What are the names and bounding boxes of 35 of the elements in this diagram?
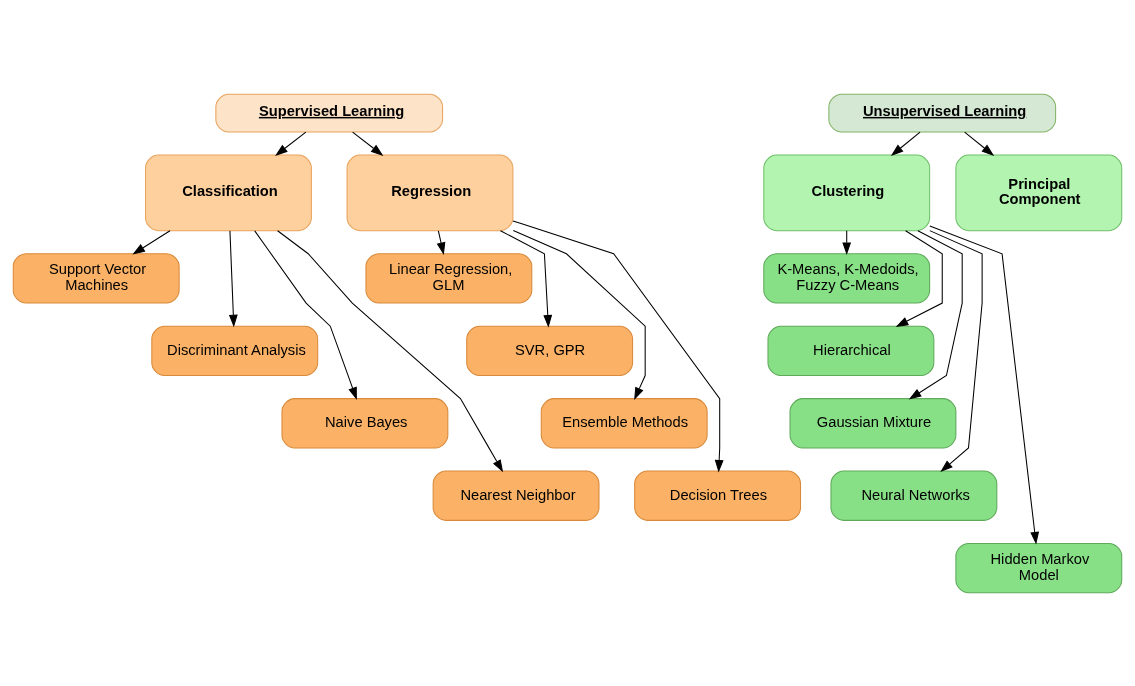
arrow	[895, 229, 943, 327]
node-box: Gaussian Mixture	[789, 397, 957, 448]
arrow	[254, 229, 357, 400]
node-box: Decision Trees	[634, 470, 802, 521]
arrow	[275, 131, 307, 156]
arrow	[890, 131, 921, 156]
node-box: Nearest Neighbor	[432, 470, 600, 521]
arrow	[499, 229, 553, 328]
node-box: Classification	[145, 154, 312, 231]
arrow	[352, 131, 384, 156]
node-box: Naive Bayes	[281, 397, 449, 448]
arrow	[908, 229, 963, 399]
node-box: K-Means, K-Medoids, Fuzzy C-Means	[763, 252, 931, 304]
node-box: Regression	[346, 154, 514, 231]
arrow	[132, 229, 171, 254]
node-box: Clustering	[763, 154, 931, 231]
arrow	[964, 131, 995, 156]
arrow	[436, 229, 446, 255]
node-box: Ensemble Methods	[540, 397, 708, 448]
node-box: Support Vector Machines	[12, 252, 180, 304]
node-box: Discriminant Analysis	[151, 325, 319, 376]
arrow	[929, 229, 983, 472]
node-box: Unsupervised Learning	[828, 93, 1057, 132]
node-box: Supervised Learning	[215, 93, 444, 132]
arrow	[228, 229, 238, 327]
node-box: Linear Regression, GLM	[365, 252, 533, 304]
node-box: Hidden Markov Model	[955, 542, 1123, 593]
arrow	[512, 229, 646, 400]
node-box: SVR, GPR	[466, 325, 634, 376]
node-box: Neural Networks	[830, 470, 998, 521]
node-box: Hierarchical	[767, 325, 935, 376]
arrow	[512, 219, 724, 473]
arrow	[277, 229, 504, 472]
node-box: Principal Component	[955, 154, 1123, 231]
arrow	[929, 224, 1040, 545]
